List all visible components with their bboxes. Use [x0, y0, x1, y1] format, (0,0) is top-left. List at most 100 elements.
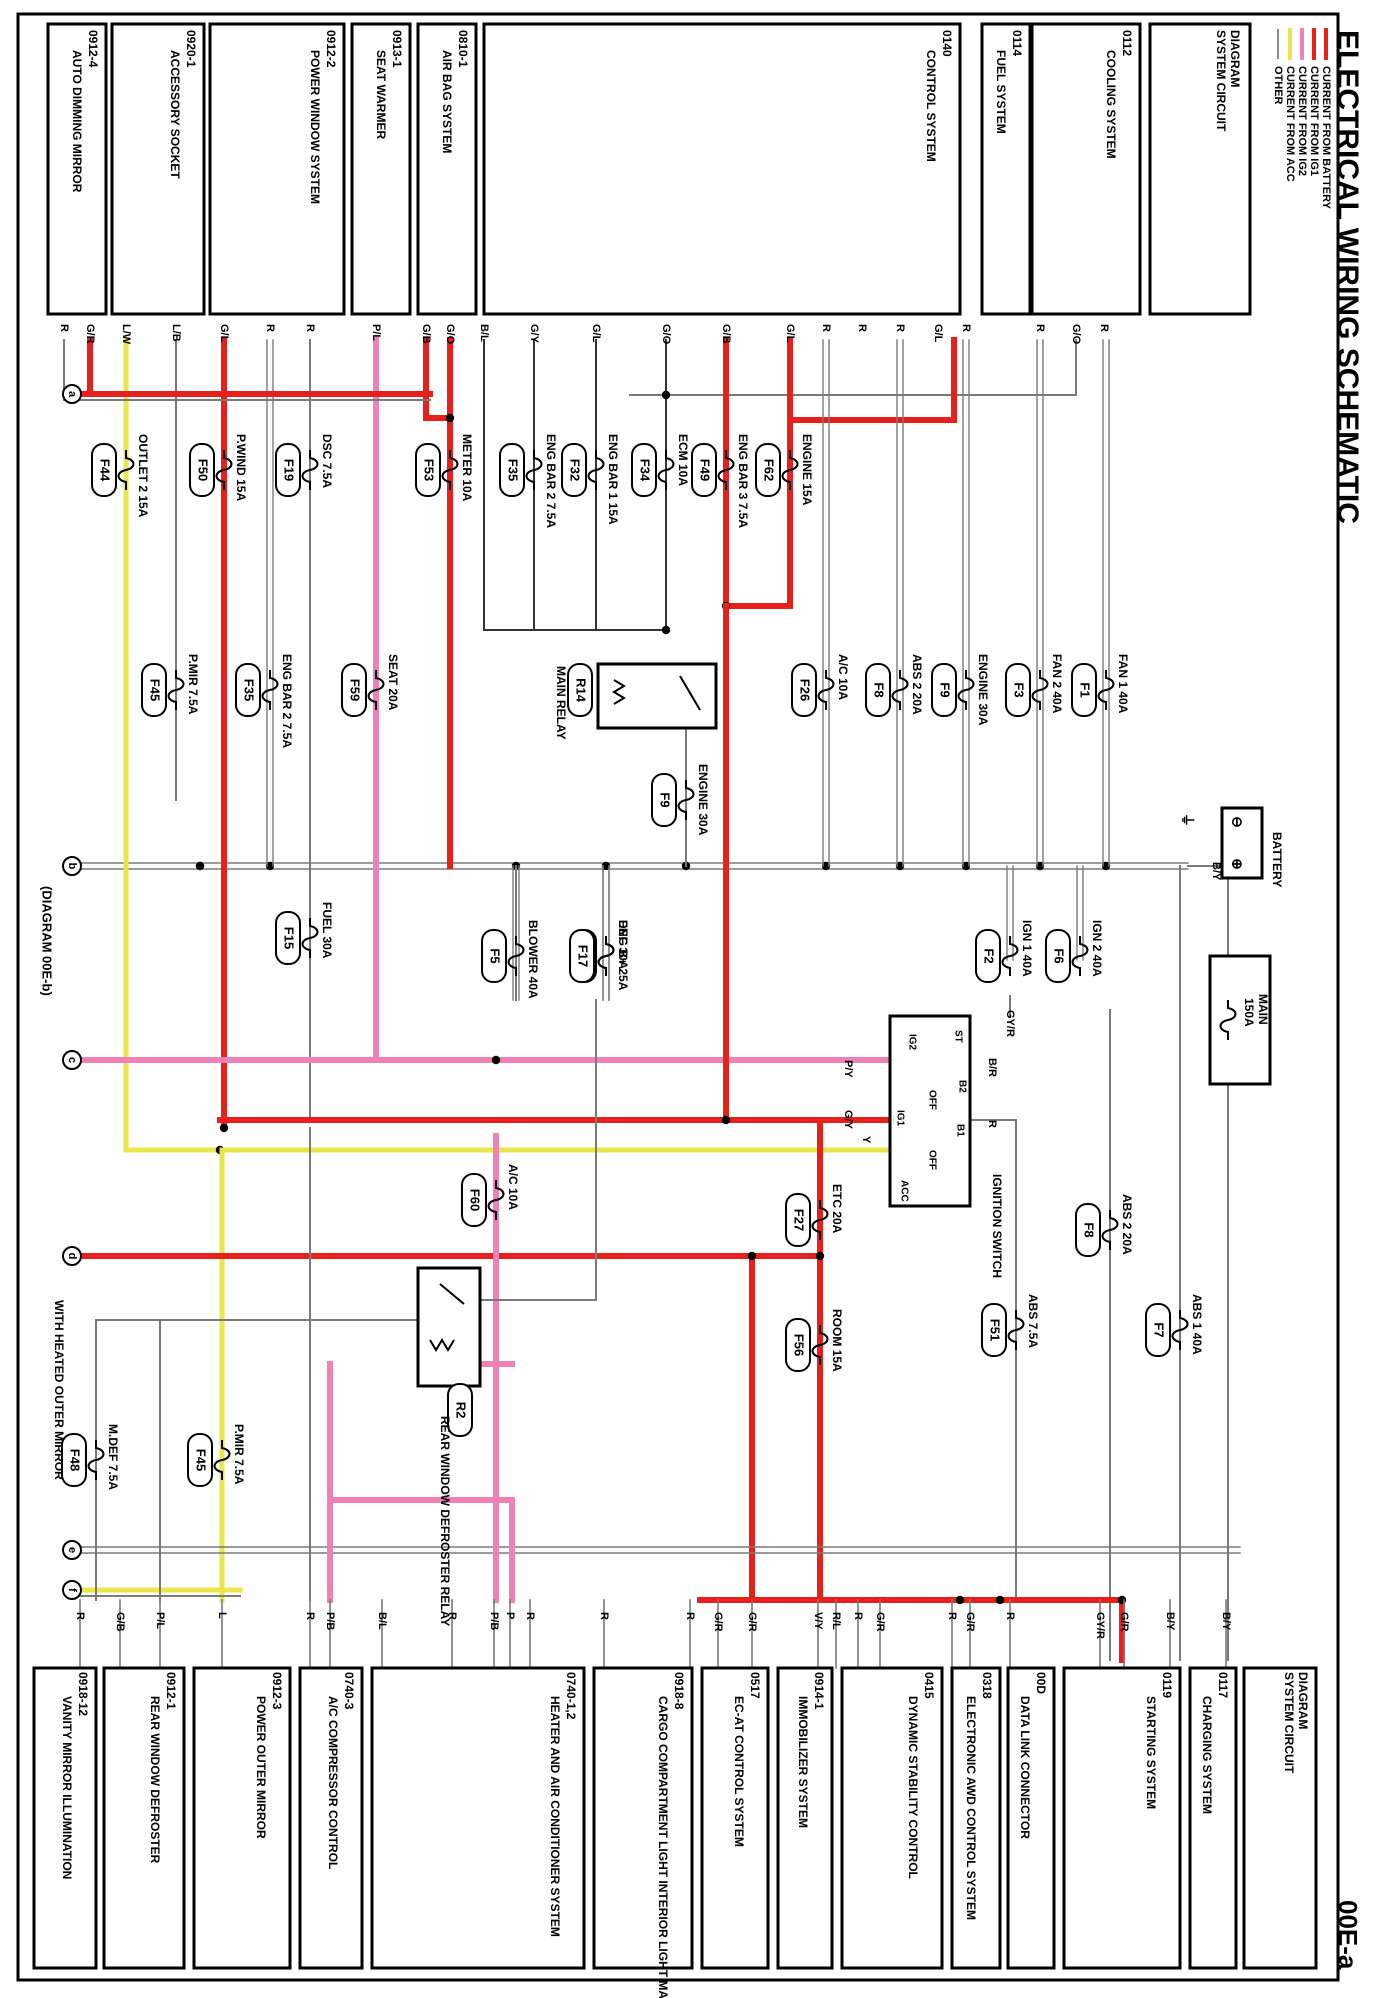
- bottom-box-name-2-group: DATA LINK CONNECTOR: [1018, 1696, 1032, 1839]
- top-wire-label-5-2: G/L: [218, 324, 230, 343]
- bottom-wire-label-4-2-group: R/L: [830, 1612, 842, 1630]
- fuse-f5-id-group: F5: [488, 948, 503, 963]
- ign-terminal-3: B2: [956, 1080, 967, 1093]
- bottom-wire-label-9-0: P/B: [324, 1612, 336, 1630]
- top-box-code-2: 0140: [940, 30, 954, 57]
- connector-a: [62, 384, 82, 404]
- top-wire-label-5-0: R: [304, 324, 316, 332]
- bottom-box-0119: [1062, 1666, 1182, 1970]
- sheet-border: [16, 12, 1340, 1982]
- fuse-f62-label: ENGINE 15A: [800, 434, 814, 506]
- main-relay-id: R14: [574, 678, 589, 703]
- bottom-box-code-3-group: 0318: [980, 1672, 994, 1699]
- fuse-f53-id: F53: [422, 459, 437, 481]
- ign-terminal-7-group: ACC: [898, 1180, 909, 1202]
- top-wire-label-5-1-group: R: [264, 324, 276, 332]
- fuse-f48-label-group: M.DEF 7.5A: [106, 1424, 120, 1490]
- top-header-box: [1148, 22, 1252, 316]
- junction: [1117, 1595, 1127, 1605]
- fuse-f2-label-group: IGN 1 40A: [1020, 920, 1034, 977]
- bottom-box-name-5-group: IMMOBILIZER SYSTEM: [796, 1696, 810, 1828]
- fuse-f26-label: A/C 10A: [836, 654, 850, 700]
- top-box-name-2: CONTROL SYSTEM: [924, 50, 938, 162]
- bottom-wire-label-10-0: L: [216, 1612, 228, 1619]
- bottom-wire-label-4-1: R: [852, 1612, 864, 1620]
- bottom-wire-label-8-3-group: R: [446, 1612, 458, 1620]
- ign-terminal-1: IG2: [906, 1034, 917, 1051]
- bottom-box-name-4: DYNAMIC STABILITY CONTROL: [906, 1696, 920, 1879]
- main-relay-coil: [612, 679, 626, 705]
- bottom-wire-label-5-0: G/R: [746, 1612, 758, 1632]
- fuse-f26-id: F26: [798, 679, 813, 701]
- fuse-f56-label-group: ROOM 15A: [830, 1309, 844, 1372]
- bottom-wire-label-1-0-group: B/Y: [1164, 1612, 1176, 1631]
- fuse-f5-symbol: [507, 936, 525, 976]
- fuse-f19-label: DSC 7.5A: [320, 434, 334, 488]
- bottom-wire-label-12-0: R: [74, 1612, 86, 1620]
- main-relay-contact: [679, 675, 701, 711]
- fuse-f15-id: F15: [282, 927, 297, 949]
- top-wire-label-1-0: R: [960, 324, 972, 332]
- top-wire-label-2-6-group: G/L: [590, 324, 602, 343]
- fuse-f5-label: BLOWER 40A: [526, 920, 540, 999]
- bottom-wire-label-1-2-group: GY/R: [1094, 1612, 1106, 1639]
- bottom-box-name-9-group: A/C COMPRESSOR CONTROL: [326, 1696, 340, 1869]
- fuse-f51-id-group: F51: [988, 1319, 1003, 1341]
- bottom-box-code-7: 0918-8: [672, 1672, 686, 1710]
- fuse-f6-symbol: [1071, 936, 1089, 976]
- top-wire-label-3-0: G/O: [444, 324, 456, 345]
- fuse-f27-symbol: [811, 1200, 829, 1240]
- bottom-box-name-11-group: REAR WINDOW DEFROSTER: [148, 1696, 162, 1864]
- fuse-f45-id-group: F45: [194, 1449, 209, 1471]
- bottom-box-name-4-group: DYNAMIC STABILITY CONTROL: [906, 1696, 920, 1879]
- bottom-box-code-9: 0740-3: [342, 1672, 356, 1710]
- bottom-wire-label-9-1: R: [304, 1612, 316, 1620]
- bottom-box-name-11: REAR WINDOW DEFROSTER: [148, 1696, 162, 1864]
- ign-terminal-4-group: IG1: [894, 1110, 905, 1127]
- top-wire-label-1-1: G/L: [932, 324, 944, 343]
- bottom-box-code-11-group: 0912-1: [164, 1672, 178, 1710]
- bottom-box-code-1-group: 0119: [1160, 1672, 1174, 1698]
- top-box-code-5-group: 0912-2: [324, 30, 338, 68]
- fuse-f60-badge: [461, 1173, 487, 1227]
- fuse-f9-symbol: [677, 780, 695, 820]
- top-wire-label-2-0: R: [894, 324, 906, 332]
- bottom-box-code-11: 0912-1: [164, 1672, 178, 1710]
- page-title: ELECTRICAL WIRING SCHEMATIC: [1331, 30, 1364, 524]
- top-wire-label-2-4-group: G/B: [720, 324, 732, 344]
- fuse-f48-symbol: [87, 1440, 105, 1480]
- top-box-code-0-group: 0112: [1120, 30, 1134, 56]
- fuse-f1-badge: [1071, 663, 1097, 717]
- bottom-wire-label-3-0-group: G/R: [964, 1612, 976, 1632]
- connector-c-label: c: [66, 1057, 78, 1063]
- fuse-f34-label: ECM 10A: [676, 434, 690, 486]
- ign-terminal-4: IG1: [894, 1110, 905, 1127]
- ign-terminal-0-group: ST: [952, 1030, 963, 1043]
- connector-e-label: e: [66, 1547, 78, 1553]
- fuse-f44-id: F44: [98, 459, 113, 482]
- fuse-f34-label-group: ECM 10A: [676, 434, 690, 486]
- fuse-f56-symbol: [811, 1325, 829, 1365]
- bus-junction: [1035, 861, 1045, 871]
- fuse-f35-label: ENG BAR 2 7.5A: [544, 434, 558, 528]
- fuse-f19-label-group: DSC 7.5A: [320, 434, 334, 488]
- connector-f-label: f: [66, 1588, 78, 1592]
- connector-a-label-group: a: [66, 391, 78, 398]
- fuse-f5-badge: [481, 929, 507, 983]
- fuse-f32-label: ENG BAR 1 15A: [606, 434, 620, 525]
- ign-terminal-6-group: OFF: [926, 1150, 937, 1170]
- ign-wire-r-group: R: [986, 1120, 998, 1128]
- fuse-f8-id-group: F8: [872, 682, 887, 697]
- top-box-name-4-group: SEAT WARMER: [374, 50, 388, 139]
- fuse-f34-badge: [631, 443, 657, 497]
- fuse-f35-id: F35: [506, 459, 521, 481]
- fuse-f17-symbol: [597, 936, 615, 976]
- ign-terminal-5: B1: [954, 1124, 965, 1137]
- bottom-wire-label-8-2: P/B: [488, 1612, 500, 1630]
- fuse-f9-symbol: [957, 670, 975, 710]
- fuse-f49-id: F49: [698, 459, 713, 481]
- top-header-circuit: SYSTEM CIRCUIT: [1214, 30, 1228, 132]
- fuse-f17-id: F17: [576, 945, 591, 967]
- bottom-box-code-10: 0912-3: [270, 1672, 284, 1710]
- ign-wire-y: Y: [860, 1136, 872, 1144]
